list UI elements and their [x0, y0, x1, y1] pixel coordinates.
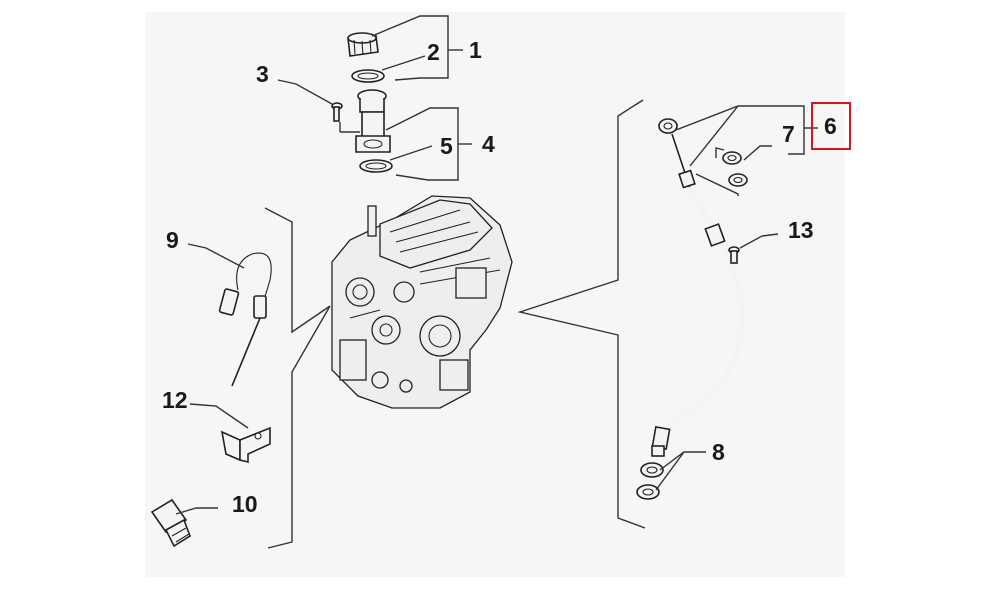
seal-ring[interactable] [351, 69, 385, 83]
washers-bottom[interactable] [636, 462, 664, 500]
washers-top[interactable] [722, 151, 748, 187]
leader-lines-top [277, 15, 472, 181]
screw[interactable] [331, 102, 343, 122]
callout-12[interactable]: 12 [162, 387, 188, 413]
mounting-bracket[interactable] [220, 426, 271, 464]
sensor-with-cable[interactable] [218, 252, 272, 387]
callout-8[interactable]: 8 [712, 439, 725, 465]
filler-neck[interactable] [355, 89, 391, 153]
bracket-lines [264, 99, 646, 549]
callout-5[interactable]: 5 [440, 133, 453, 159]
callout-9[interactable]: 9 [166, 227, 179, 253]
callout-10[interactable]: 10 [232, 491, 258, 517]
callout-2[interactable]: 2 [427, 39, 440, 65]
engine-block [331, 195, 513, 409]
callout-6[interactable]: 6 [824, 113, 837, 139]
o-ring[interactable] [359, 159, 393, 173]
callout-13[interactable]: 13 [788, 217, 814, 243]
dipstick-assembly[interactable] [651, 118, 746, 457]
screw-right[interactable] [728, 246, 740, 264]
leader-lines-left [175, 243, 249, 515]
callout-7[interactable]: 7 [782, 121, 795, 147]
callout-1[interactable]: 1 [469, 37, 482, 63]
callout-4[interactable]: 4 [482, 131, 495, 157]
oil-filler-cap[interactable] [347, 32, 379, 57]
highlight-box [811, 102, 851, 150]
leader-lines-right [655, 105, 818, 491]
callout-3[interactable]: 3 [256, 61, 269, 87]
pressure-switch[interactable] [150, 498, 191, 548]
